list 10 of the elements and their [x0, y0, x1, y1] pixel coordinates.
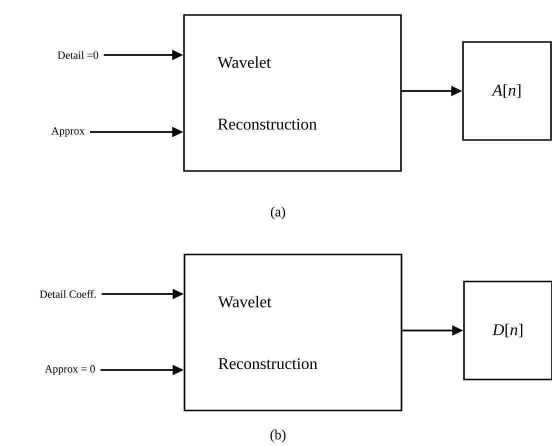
input-label: Approx — [51, 127, 85, 137]
panel-label: (b) — [270, 430, 286, 442]
output-box: A[n] — [462, 41, 552, 141]
panel-label: (a) — [270, 206, 286, 220]
input-label: Detail Coeff. — [40, 290, 96, 298]
process-box: Wavelet Reconstruction — [184, 254, 402, 412]
input-label: Detail =0 — [58, 51, 98, 59]
input-label: Approx = 0 — [44, 365, 95, 375]
output-box: D[n] — [463, 280, 552, 380]
process-box: Wavelet Reconstruction — [183, 14, 402, 172]
